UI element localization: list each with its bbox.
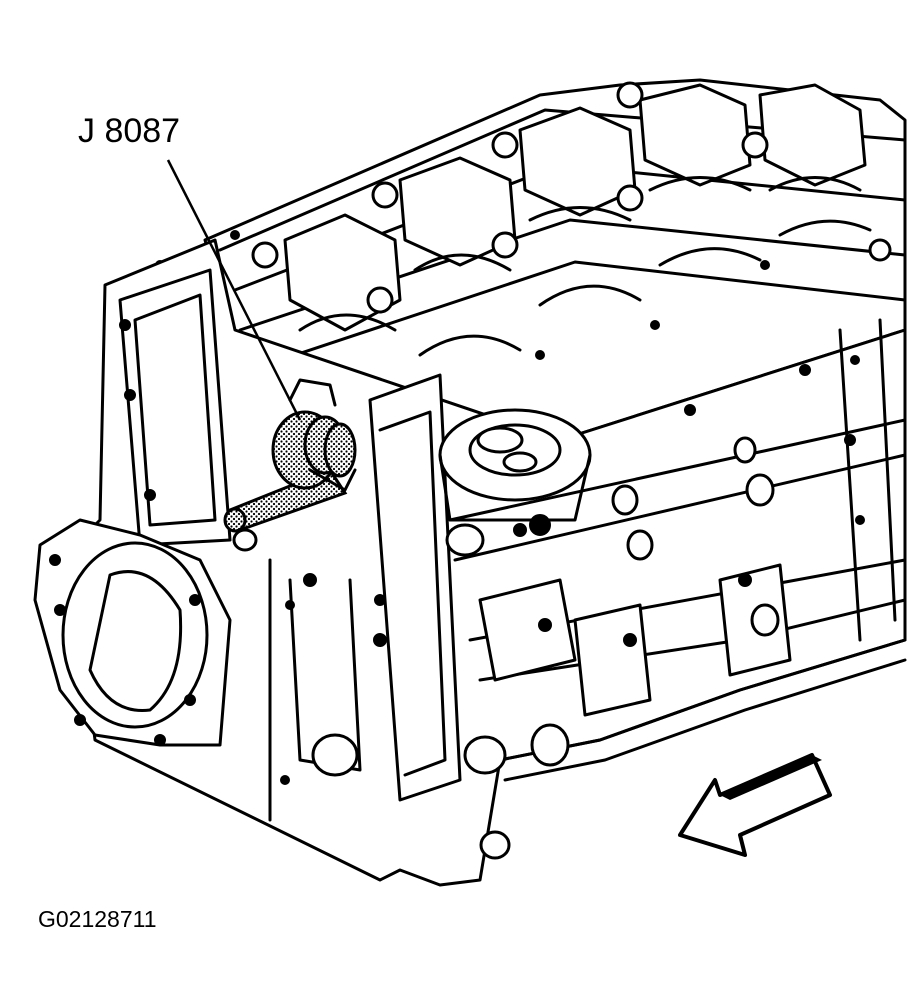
head-bolts	[251, 81, 892, 314]
tool-j8087	[223, 378, 357, 533]
figure-id-label: G02128711	[38, 906, 157, 932]
front-of-engine-arrow-icon	[678, 753, 832, 857]
engine-block	[58, 238, 907, 887]
callout-leader-line	[166, 159, 302, 421]
tool-callout-label: J 8087	[78, 112, 181, 150]
bell-housing-flange	[33, 319, 232, 747]
cylinder-head	[155, 78, 907, 442]
oil-filter-adapter	[438, 408, 592, 522]
